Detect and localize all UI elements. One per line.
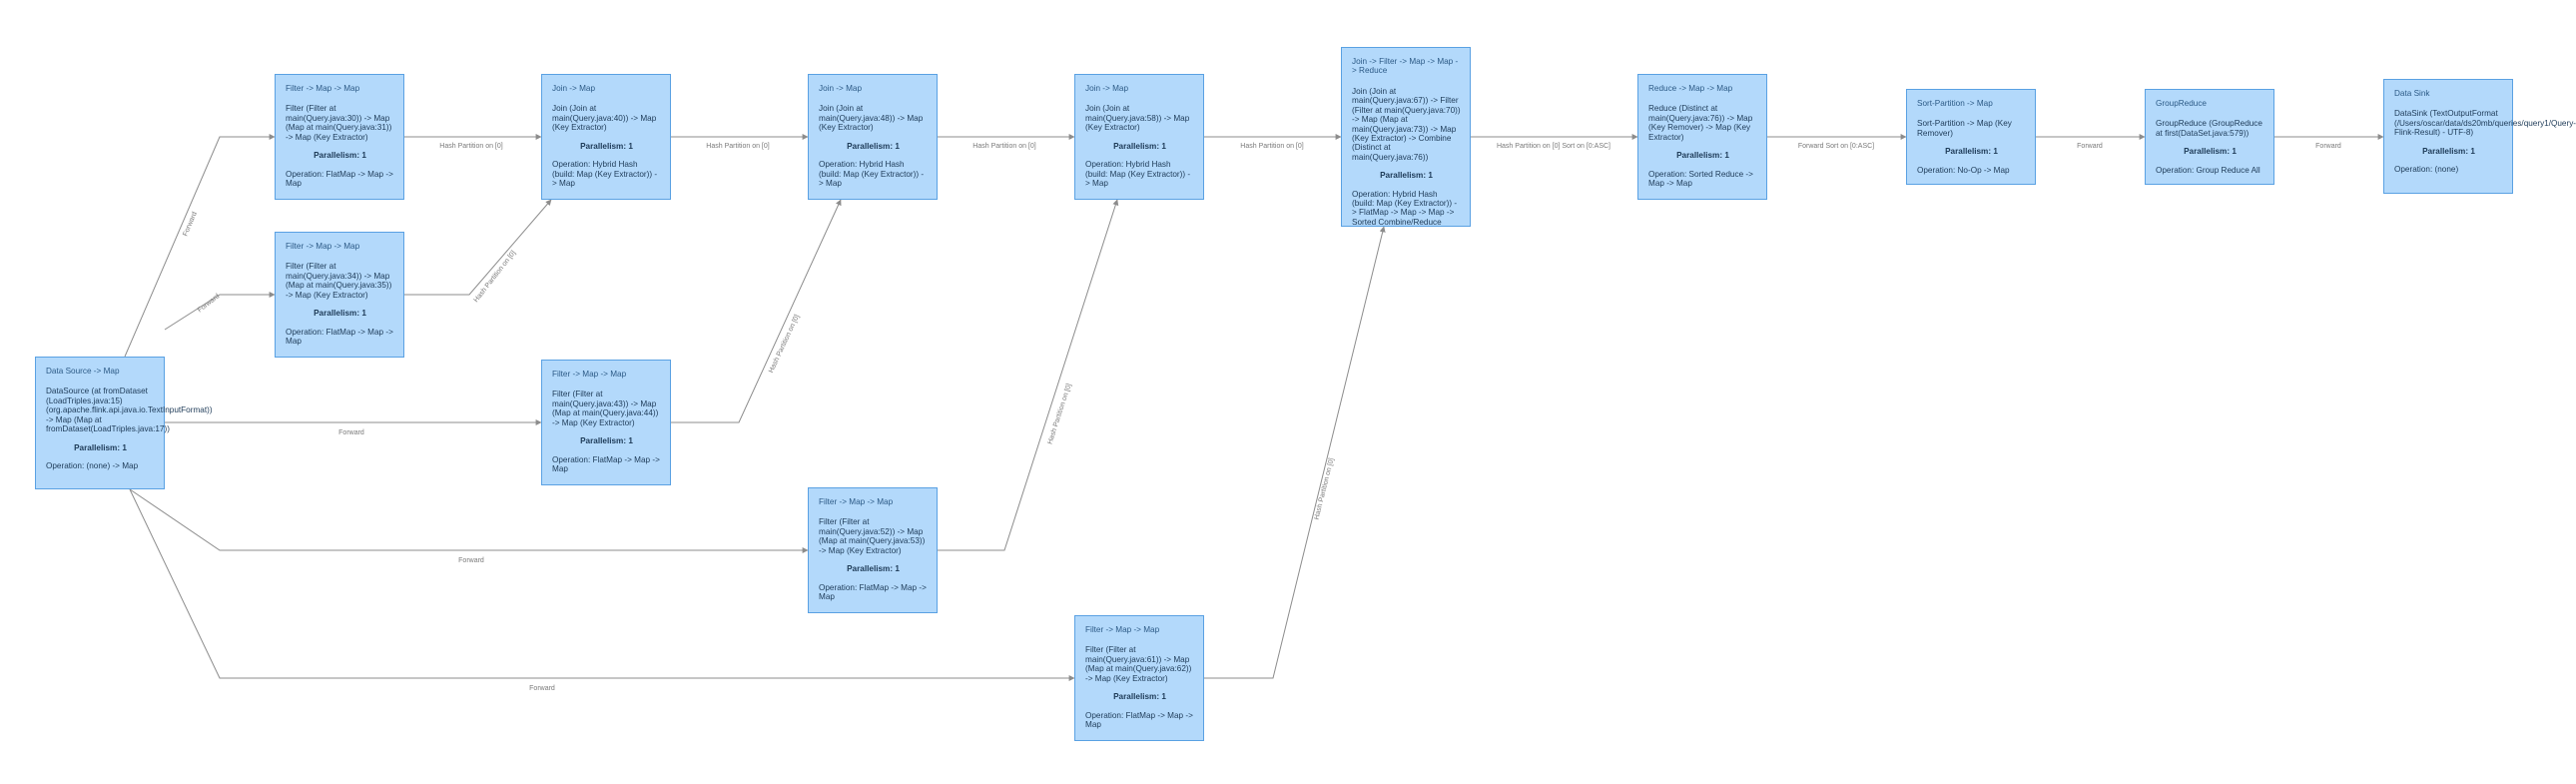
edge-label-j2-j3: Hash Partition on [0] xyxy=(972,143,1035,150)
edge-ds-f4 xyxy=(129,488,809,553)
node-parallelism: Parallelism: 1 xyxy=(1113,141,1166,151)
edge-label-gr-sink: Forward xyxy=(2315,143,2341,150)
edge-label-r1-sp: Forward Sort on [0:ASC] xyxy=(1798,143,1874,150)
node-parallelism: Parallelism: 1 xyxy=(2184,147,2237,157)
node-operation: Operation: FlatMap -> Map -> Map xyxy=(819,582,927,601)
node-parallelism: Parallelism: 1 xyxy=(847,141,900,151)
node-description: Filter (Filter at main(Query.java:43)) -… xyxy=(552,390,659,427)
edge-label-ds-f3: Forward xyxy=(338,429,364,436)
edge-label-ds-f4: Forward xyxy=(458,557,484,564)
edge-label-j4-r1: Hash Partition on [0] Sort on [0:ASC] xyxy=(1497,143,1610,150)
edge-label-ds-f1: Forward xyxy=(182,211,199,237)
node-title: Filter -> Map -> Map xyxy=(286,84,360,93)
edge-ds-f1 xyxy=(124,134,276,358)
node-operation: Operation: No-Op -> Map xyxy=(1917,165,2010,175)
node-description: Sort-Partition -> Map (Key Remover) xyxy=(1917,119,2012,138)
edge-ds-f2 xyxy=(164,292,276,331)
edge-label-f1-j1: Hash Partition on [0] xyxy=(439,143,502,150)
node-operation: Operation: FlatMap -> Map -> Map xyxy=(552,454,660,473)
node-parallelism: Parallelism: 1 xyxy=(1945,147,1998,157)
node-title: Filter -> Map -> Map xyxy=(286,242,360,251)
node-title: Join -> Map xyxy=(552,84,596,93)
node-description: Join (Join at main(Query.java:48)) -> Ma… xyxy=(819,104,924,133)
edge-label-f2-j1: Hash Partition on [0] xyxy=(473,250,518,304)
node-parallelism: Parallelism: 1 xyxy=(74,442,127,452)
node-title: Filter -> Map -> Map xyxy=(819,497,894,506)
edge-f5-j4 xyxy=(1204,226,1386,679)
node-parallelism: Parallelism: 1 xyxy=(2422,146,2475,156)
node-title: Sort-Partition -> Map xyxy=(1917,99,1993,108)
edge-label-ds-f2: Forward xyxy=(197,293,222,314)
edge-f2-j1 xyxy=(404,199,552,296)
node-description: Reduce (Distinct at main(Query.java:76))… xyxy=(1648,104,1753,142)
node-description: Filter (Filter at main(Query.java:34)) -… xyxy=(286,262,392,300)
node-operation: Operation: (none) -> Map xyxy=(46,460,139,470)
node-description: DataSink (TextOutputFormat (/Users/oscar… xyxy=(2394,109,2576,138)
edge-label-j3-j4: Hash Partition on [0] xyxy=(1240,143,1303,150)
node-description: Filter (Filter at main(Query.java:30)) -… xyxy=(286,104,392,142)
node-description: Filter (Filter at main(Query.java:61)) -… xyxy=(1085,645,1192,683)
node-title: Filter -> Map -> Map xyxy=(552,370,627,379)
node-operation: Operation: Hybrid Hash (build: Map (Key … xyxy=(819,160,925,188)
node-title: Filter -> Map -> Map xyxy=(1085,625,1160,634)
node-parallelism: Parallelism: 1 xyxy=(1676,151,1729,161)
node-parallelism: Parallelism: 1 xyxy=(1380,171,1433,181)
node-operation: Operation: Hybrid Hash (build: Map (Key … xyxy=(552,160,658,188)
node-title: GroupReduce xyxy=(2156,99,2207,108)
node-operation: Operation: Sorted Reduce -> Map -> Map xyxy=(1648,169,1753,188)
edge-label-ds-f5: Forward xyxy=(529,685,555,692)
node-description: Join (Join at main(Query.java:58)) -> Ma… xyxy=(1085,104,1190,133)
node-title: Data Source -> Map xyxy=(46,367,120,376)
node-title: Data Sink xyxy=(2394,89,2430,98)
node-description: GroupReduce (GroupReduce at first(DataSe… xyxy=(2156,119,2262,138)
node-operation: Operation: Hybrid Hash (build: Map (Key … xyxy=(1352,189,1458,227)
edge-label-sp-gr: Forward xyxy=(2077,143,2103,150)
node-parallelism: Parallelism: 1 xyxy=(580,436,633,446)
edge-label-f4-j3: Hash Partition on [0] xyxy=(1046,383,1072,445)
node-operation: Operation: Group Reduce All xyxy=(2156,165,2260,175)
node-title: Join -> Map xyxy=(819,84,863,93)
edge-ds-f5 xyxy=(129,488,1075,681)
node-operation: Operation: FlatMap -> Map -> Map xyxy=(286,169,393,188)
node-description: Join (Join at main(Query.java:40)) -> Ma… xyxy=(552,104,657,133)
edge-f3-j2 xyxy=(671,199,842,423)
node-description: Join (Join at main(Query.java:67)) -> Fi… xyxy=(1352,86,1461,162)
node-operation: Operation: Hybrid Hash (build: Map (Key … xyxy=(1085,160,1191,188)
edge-label-j1-j2: Hash Partition on [0] xyxy=(706,143,769,150)
node-title: Join -> Map xyxy=(1085,84,1129,93)
node-description: DataSource (at fromDataset (LoadTriples.… xyxy=(46,387,213,434)
node-operation: Operation: (none) xyxy=(2394,165,2459,175)
node-description: Filter (Filter at main(Query.java:52)) -… xyxy=(819,517,926,555)
node-parallelism: Parallelism: 1 xyxy=(847,564,900,574)
node-parallelism: Parallelism: 1 xyxy=(314,309,366,319)
node-parallelism: Parallelism: 1 xyxy=(580,141,633,151)
node-operation: Operation: FlatMap -> Map -> Map xyxy=(286,327,393,346)
node-title: Reduce -> Map -> Map xyxy=(1648,84,1733,93)
node-parallelism: Parallelism: 1 xyxy=(314,151,366,161)
node-operation: Operation: FlatMap -> Map -> Map xyxy=(1085,710,1193,729)
edge-f4-j3 xyxy=(938,199,1119,551)
node-parallelism: Parallelism: 1 xyxy=(1113,692,1166,702)
node-title: Join -> Filter -> Map -> Map -> Reduce xyxy=(1352,57,1459,76)
